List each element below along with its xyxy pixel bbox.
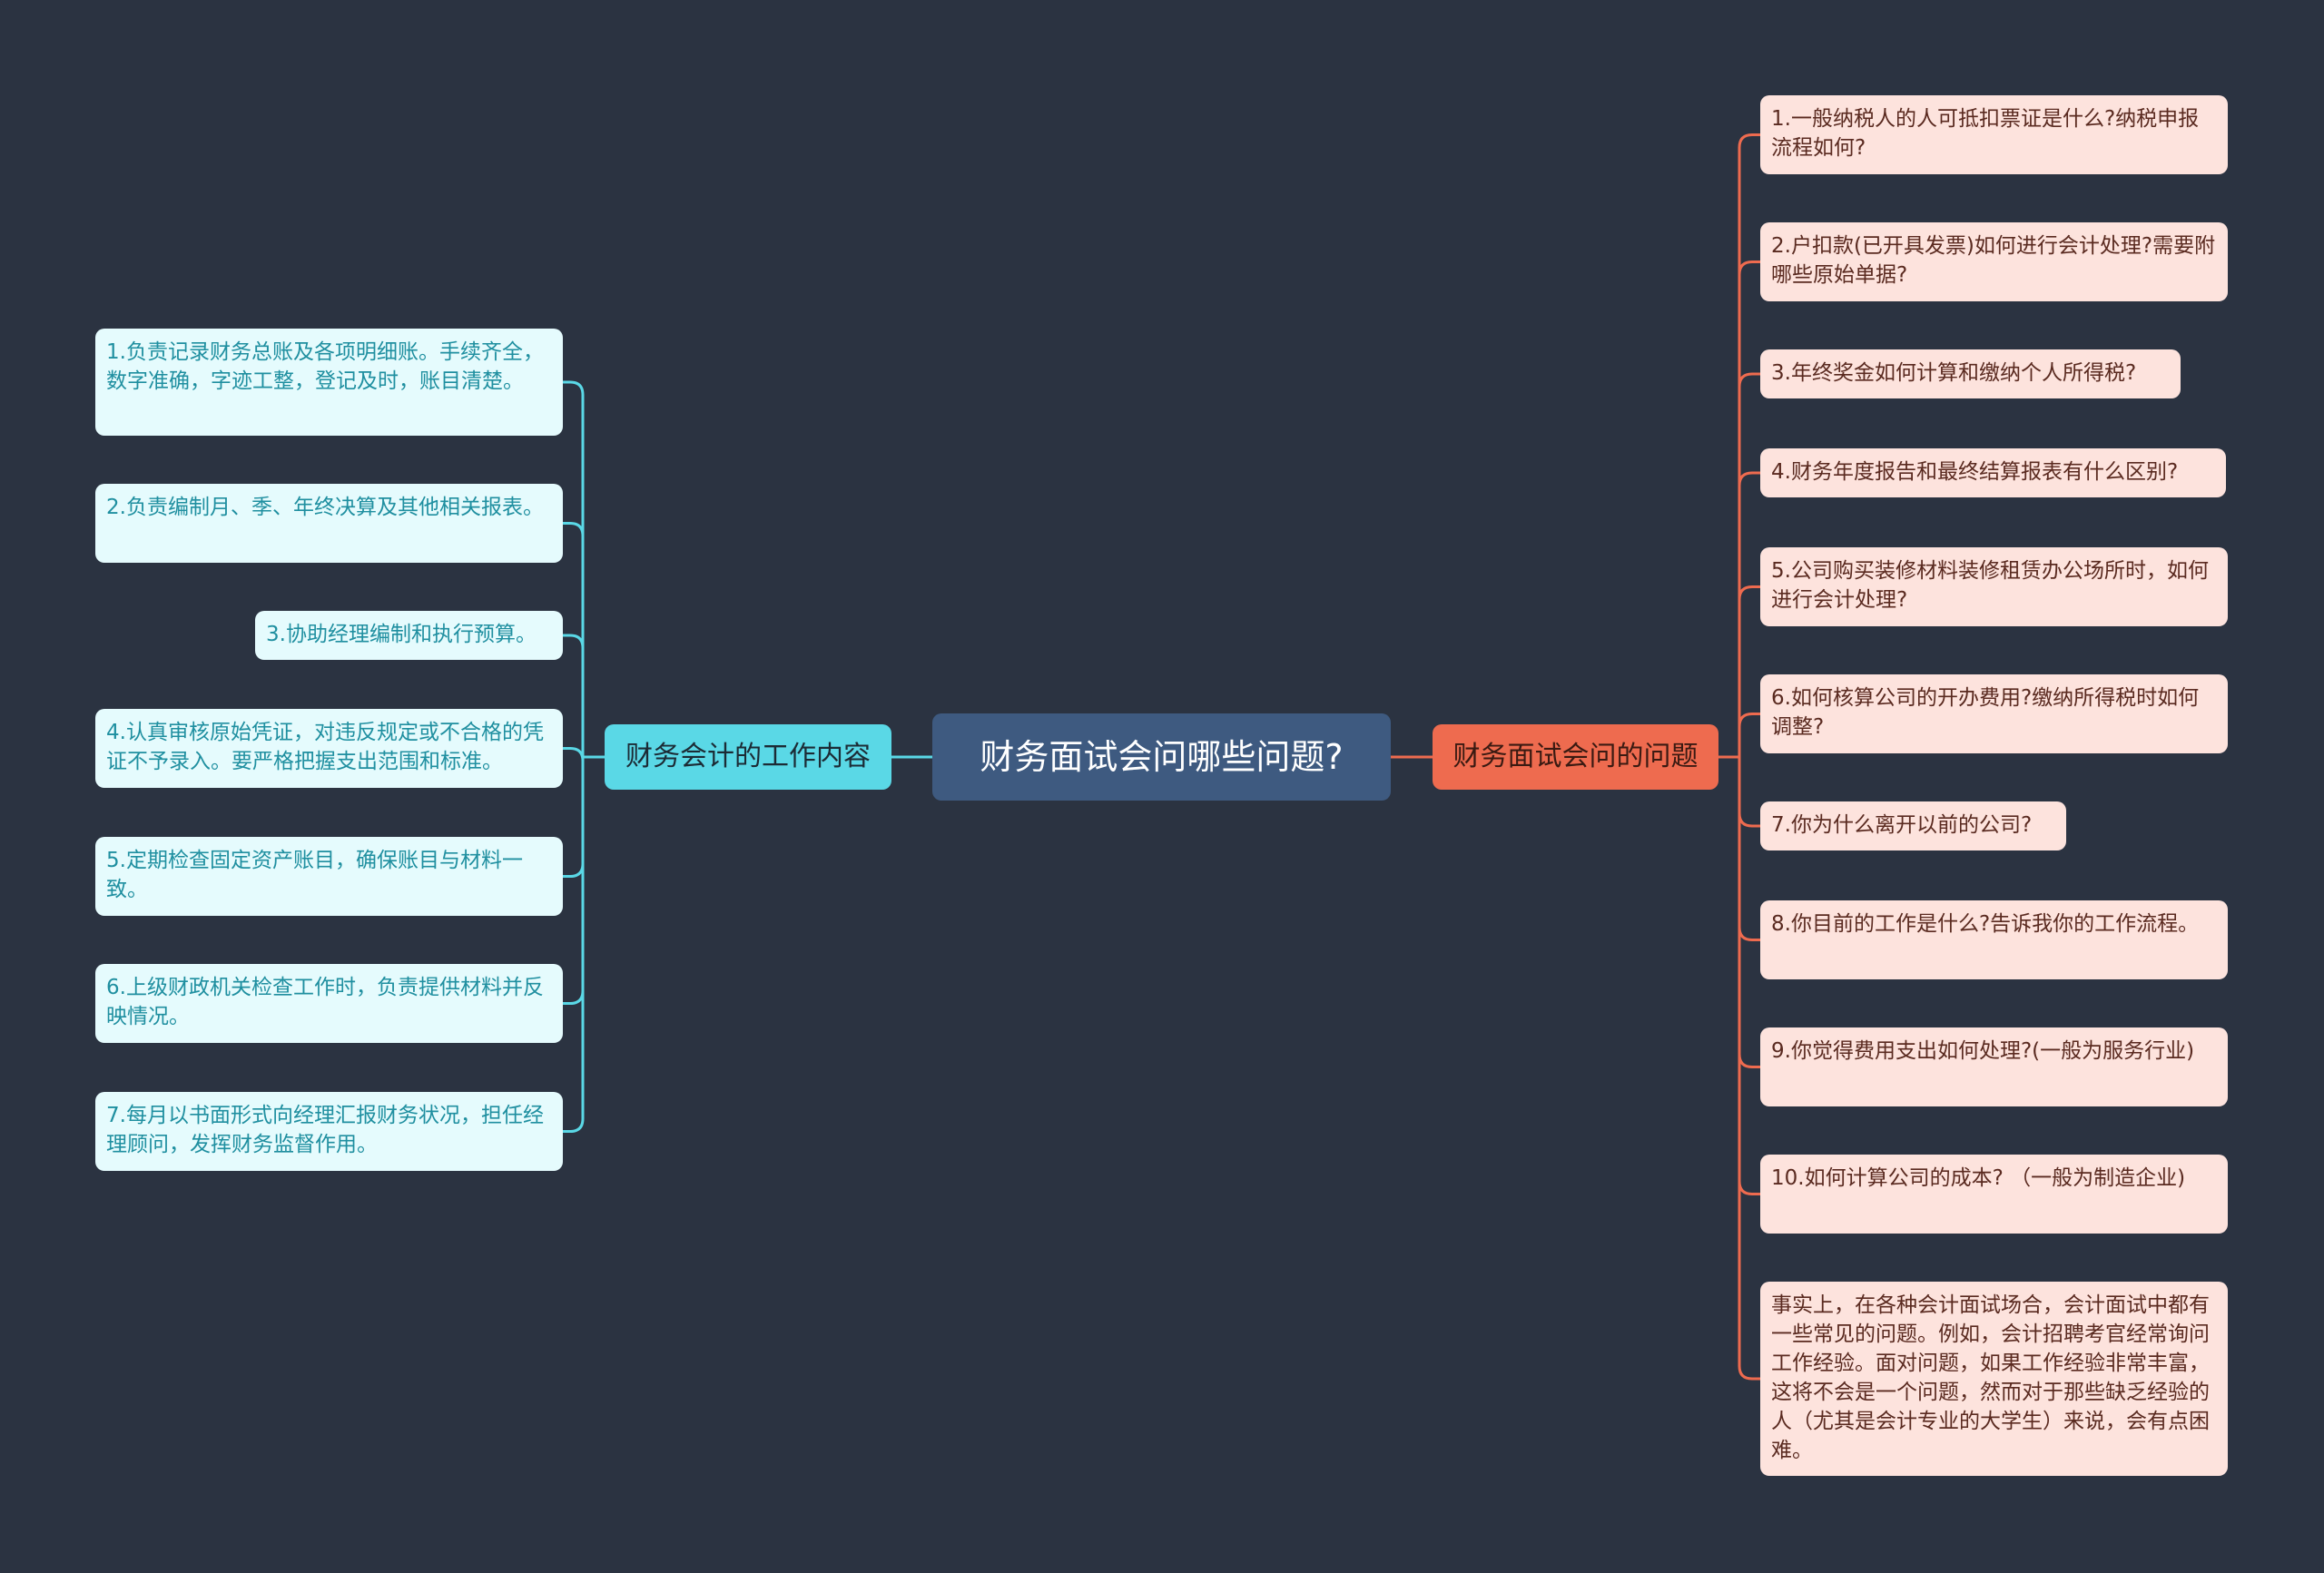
right-leaf-5[interactable]: 5.公司购买装修材料装修租赁办公场所时，如何进行会计处理? (1760, 547, 2228, 626)
link-left-leaf-3 (563, 634, 585, 757)
left-leaf-2[interactable]: 2.负责编制月、季、年终决算及其他相关报表。 (95, 484, 563, 563)
link-right-leaf-6 (1738, 713, 1760, 757)
left-leaf-7[interactable]: 7.每月以书面形式向经理汇报财务状况，担任经理顾问，发挥财务监督作用。 (95, 1092, 563, 1171)
link-right-leaf-5 (1738, 585, 1760, 757)
right-leaf-8[interactable]: 8.你目前的工作是什么?告诉我你的工作流程。 (1760, 900, 2228, 979)
left-leaf-6[interactable]: 6.上级财政机关检查工作时，负责提供材料并反映情况。 (95, 964, 563, 1043)
right-leaf-1[interactable]: 1.一般纳税人的人可抵扣票证是什么?纳税申报流程如何? (1760, 95, 2228, 174)
link-right-leaf-1 (1738, 133, 1760, 757)
link-left-leaf-7 (563, 757, 585, 1133)
right-leaf-7[interactable]: 7.你为什么离开以前的公司? (1760, 801, 2066, 850)
link-right-leaf-8 (1738, 757, 1760, 941)
branch-interview-questions[interactable]: 财务面试会问的问题 (1433, 724, 1718, 790)
link-right-leaf-11 (1738, 757, 1760, 1381)
left-leaf-4[interactable]: 4.认真审核原始凭证，对违反规定或不合格的凭证不予录入。要严格把握支出范围和标准… (95, 709, 563, 788)
right-leaf-2[interactable]: 2.户扣款(已开具发票)如何进行会计处理?需要附哪些原始单据? (1760, 222, 2228, 301)
link-right-leaf-4 (1738, 471, 1760, 757)
link-left-leaf-1 (563, 380, 585, 757)
right-leaf-10[interactable]: 10.如何计算公司的成本? （一般为制造企业) (1760, 1155, 2228, 1234)
link-right-leaf-7 (1738, 757, 1760, 828)
right-leaf-3[interactable]: 3.年终奖金如何计算和缴纳个人所得税? (1760, 349, 2181, 398)
link-left-leaf-2 (563, 522, 585, 757)
left-leaf-3[interactable]: 3.协助经理编制和执行预算。 (255, 611, 563, 660)
right-leaf-6[interactable]: 6.如何核算公司的开办费用?缴纳所得税时如何调整? (1760, 674, 2228, 753)
right-leaf-9[interactable]: 9.你觉得费用支出如何处理?(一般为服务行业) (1760, 1027, 2228, 1106)
left-leaf-5[interactable]: 5.定期检查固定资产账目，确保账目与材料一致。 (95, 837, 563, 916)
left-leaf-1[interactable]: 1.负责记录财务总账及各项明细账。手续齐全，数字准确，字迹工整，登记及时，账目清… (95, 329, 563, 436)
link-left-leaf-6 (563, 757, 585, 1005)
link-right-leaf-2 (1738, 261, 1760, 757)
link-left-leaf-5 (563, 757, 585, 878)
branch-work-content[interactable]: 财务会计的工作内容 (605, 724, 891, 790)
right-leaf-11[interactable]: 事实上，在各种会计面试场合，会计面试中都有一些常见的问题。例如，会计招聘考官经常… (1760, 1282, 2228, 1476)
root-topic[interactable]: 财务面试会问哪些问题? (932, 713, 1391, 801)
link-right-leaf-9 (1738, 757, 1760, 1068)
link-left-leaf-4 (563, 747, 585, 762)
link-right-leaf-3 (1738, 372, 1760, 757)
right-leaf-4[interactable]: 4.财务年度报告和最终结算报表有什么区别? (1760, 448, 2226, 497)
